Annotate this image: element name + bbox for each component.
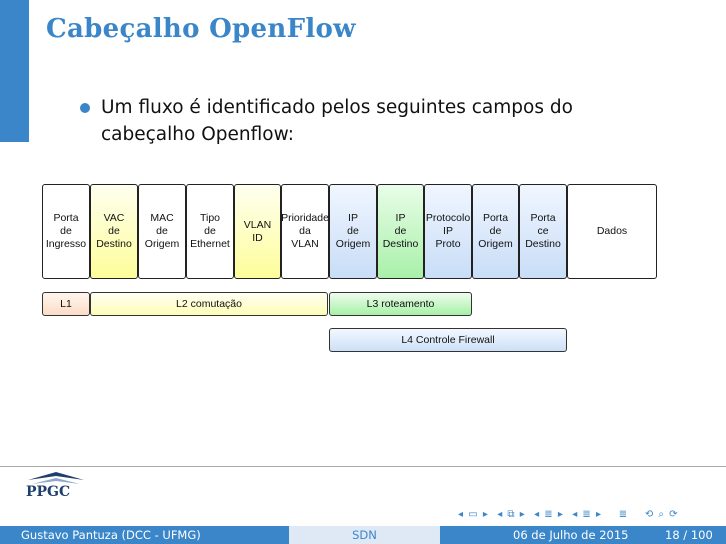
bullet-icon xyxy=(80,103,90,113)
footer-divider xyxy=(0,466,726,467)
field-label-line: de xyxy=(394,225,407,237)
field-label-line: Porta xyxy=(482,212,509,224)
field-label-line: Proto xyxy=(435,238,461,250)
layer-l2: L2 comutação xyxy=(90,292,328,316)
field-label-line: Origem xyxy=(335,238,371,250)
bullet-text: Um fluxo é identificado pelos seguintes … xyxy=(101,97,573,145)
slide-title: Cabeçalho OpenFlow xyxy=(46,14,356,44)
field-label-line: de xyxy=(60,225,72,237)
footer-date: 06 de Julho de 2015 xyxy=(513,528,629,542)
field-label-line: de xyxy=(204,225,216,237)
field-label-line: Porta xyxy=(53,212,79,224)
field-label-line: Ethernet xyxy=(190,238,230,250)
field-box: Dados xyxy=(567,184,657,279)
ppgc-logo-icon xyxy=(28,472,84,484)
footer-bar: Gustavo Pantuza (DCC - UFMG) SDN 06 de J… xyxy=(0,526,726,544)
field-label-line: Origem xyxy=(478,238,513,250)
footer-center: SDN xyxy=(289,526,440,544)
field-label-line: Tipo xyxy=(199,212,221,224)
field-label-line: Destino xyxy=(382,238,419,250)
layer-l1: L1 xyxy=(42,292,90,316)
field-label-line: de xyxy=(156,225,168,237)
field-label-line: MAC xyxy=(150,212,174,224)
logo-text: PPGC xyxy=(26,484,71,500)
field-label-line: IP xyxy=(348,212,358,224)
field-label-line: Ingresso xyxy=(45,238,87,250)
field-label-line: VLAN xyxy=(243,218,272,231)
field-label-line: IP xyxy=(395,212,406,224)
field-label-line: da xyxy=(299,225,311,237)
layer-l3: L3 roteamento xyxy=(329,292,472,316)
field-label-line: de xyxy=(347,225,359,237)
field-label-line: VLAN xyxy=(291,238,319,250)
footer-page: 18 / 100 xyxy=(665,528,713,542)
field-label-line: Porta xyxy=(530,212,556,224)
field-label: Dados xyxy=(597,225,627,238)
layer-l4: L4 Controle Firewall xyxy=(329,328,567,352)
field-label-line: ID xyxy=(252,231,263,244)
field-label-line: Origem xyxy=(144,238,180,250)
field-label-line: Destino xyxy=(525,238,561,250)
footer-author: Gustavo Pantuza (DCC - UFMG) xyxy=(21,528,201,542)
field-label-line: de xyxy=(108,225,120,237)
field-label-line: de xyxy=(489,225,502,237)
field-label-line: VAC xyxy=(103,212,125,224)
field-label-line: Dados xyxy=(596,225,628,237)
field-label-line: Prioridade xyxy=(281,212,329,224)
navigation-controls[interactable]: ◂ ▭ ▸ ◂ ⧉ ▸ ◂ ≣ ▸ ◂ ≣ ▸ ≣ ⟲ ⌕ ⟳ xyxy=(458,509,679,520)
field-label-line: Protocolo xyxy=(425,212,471,224)
side-accent-bar xyxy=(0,0,29,142)
field-label-line: IP xyxy=(443,225,453,237)
field-label-line: ce xyxy=(537,225,549,237)
field-label-line: Destino xyxy=(96,238,132,250)
